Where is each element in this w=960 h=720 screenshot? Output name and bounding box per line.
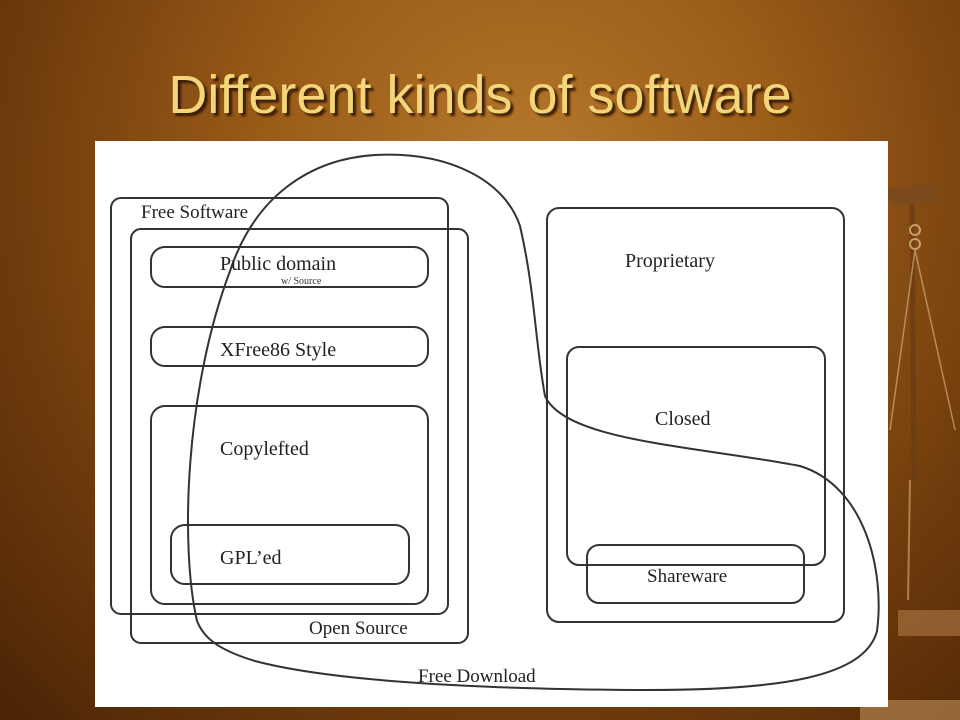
public-domain-region: [150, 246, 429, 288]
xfree86-style-label: XFree86 Style: [220, 339, 336, 361]
proprietary-region: [546, 207, 845, 623]
free-software-label: Free Software: [141, 202, 248, 223]
copylefted-region: [150, 405, 429, 605]
xfree86-style-region: [150, 326, 429, 367]
public-domain-note: w/ Source: [281, 276, 322, 287]
shareware-region: [586, 544, 805, 604]
gpled-region: [170, 524, 410, 585]
software-classification-diagram: Free Software Public domain w/ Source XF…: [95, 141, 888, 707]
diagram-canvas: Free Software Public domain w/ Source XF…: [110, 153, 880, 692]
copylefted-label: Copylefted: [220, 438, 309, 460]
slide-title: Different kinds of software: [168, 65, 792, 125]
open-source-label: Open Source: [309, 618, 408, 639]
free-download-boundary: [187, 153, 880, 692]
proprietary-label: Proprietary: [625, 250, 715, 272]
shareware-label: Shareware: [647, 566, 727, 587]
open-source-region: [130, 228, 469, 644]
closed-label: Closed: [655, 408, 711, 430]
free-software-region: [110, 197, 449, 615]
gpled-label: GPL’ed: [220, 547, 281, 569]
free-download-label: Free Download: [418, 666, 536, 687]
public-domain-label: Public domain: [220, 253, 336, 275]
closed-region: [566, 346, 826, 566]
